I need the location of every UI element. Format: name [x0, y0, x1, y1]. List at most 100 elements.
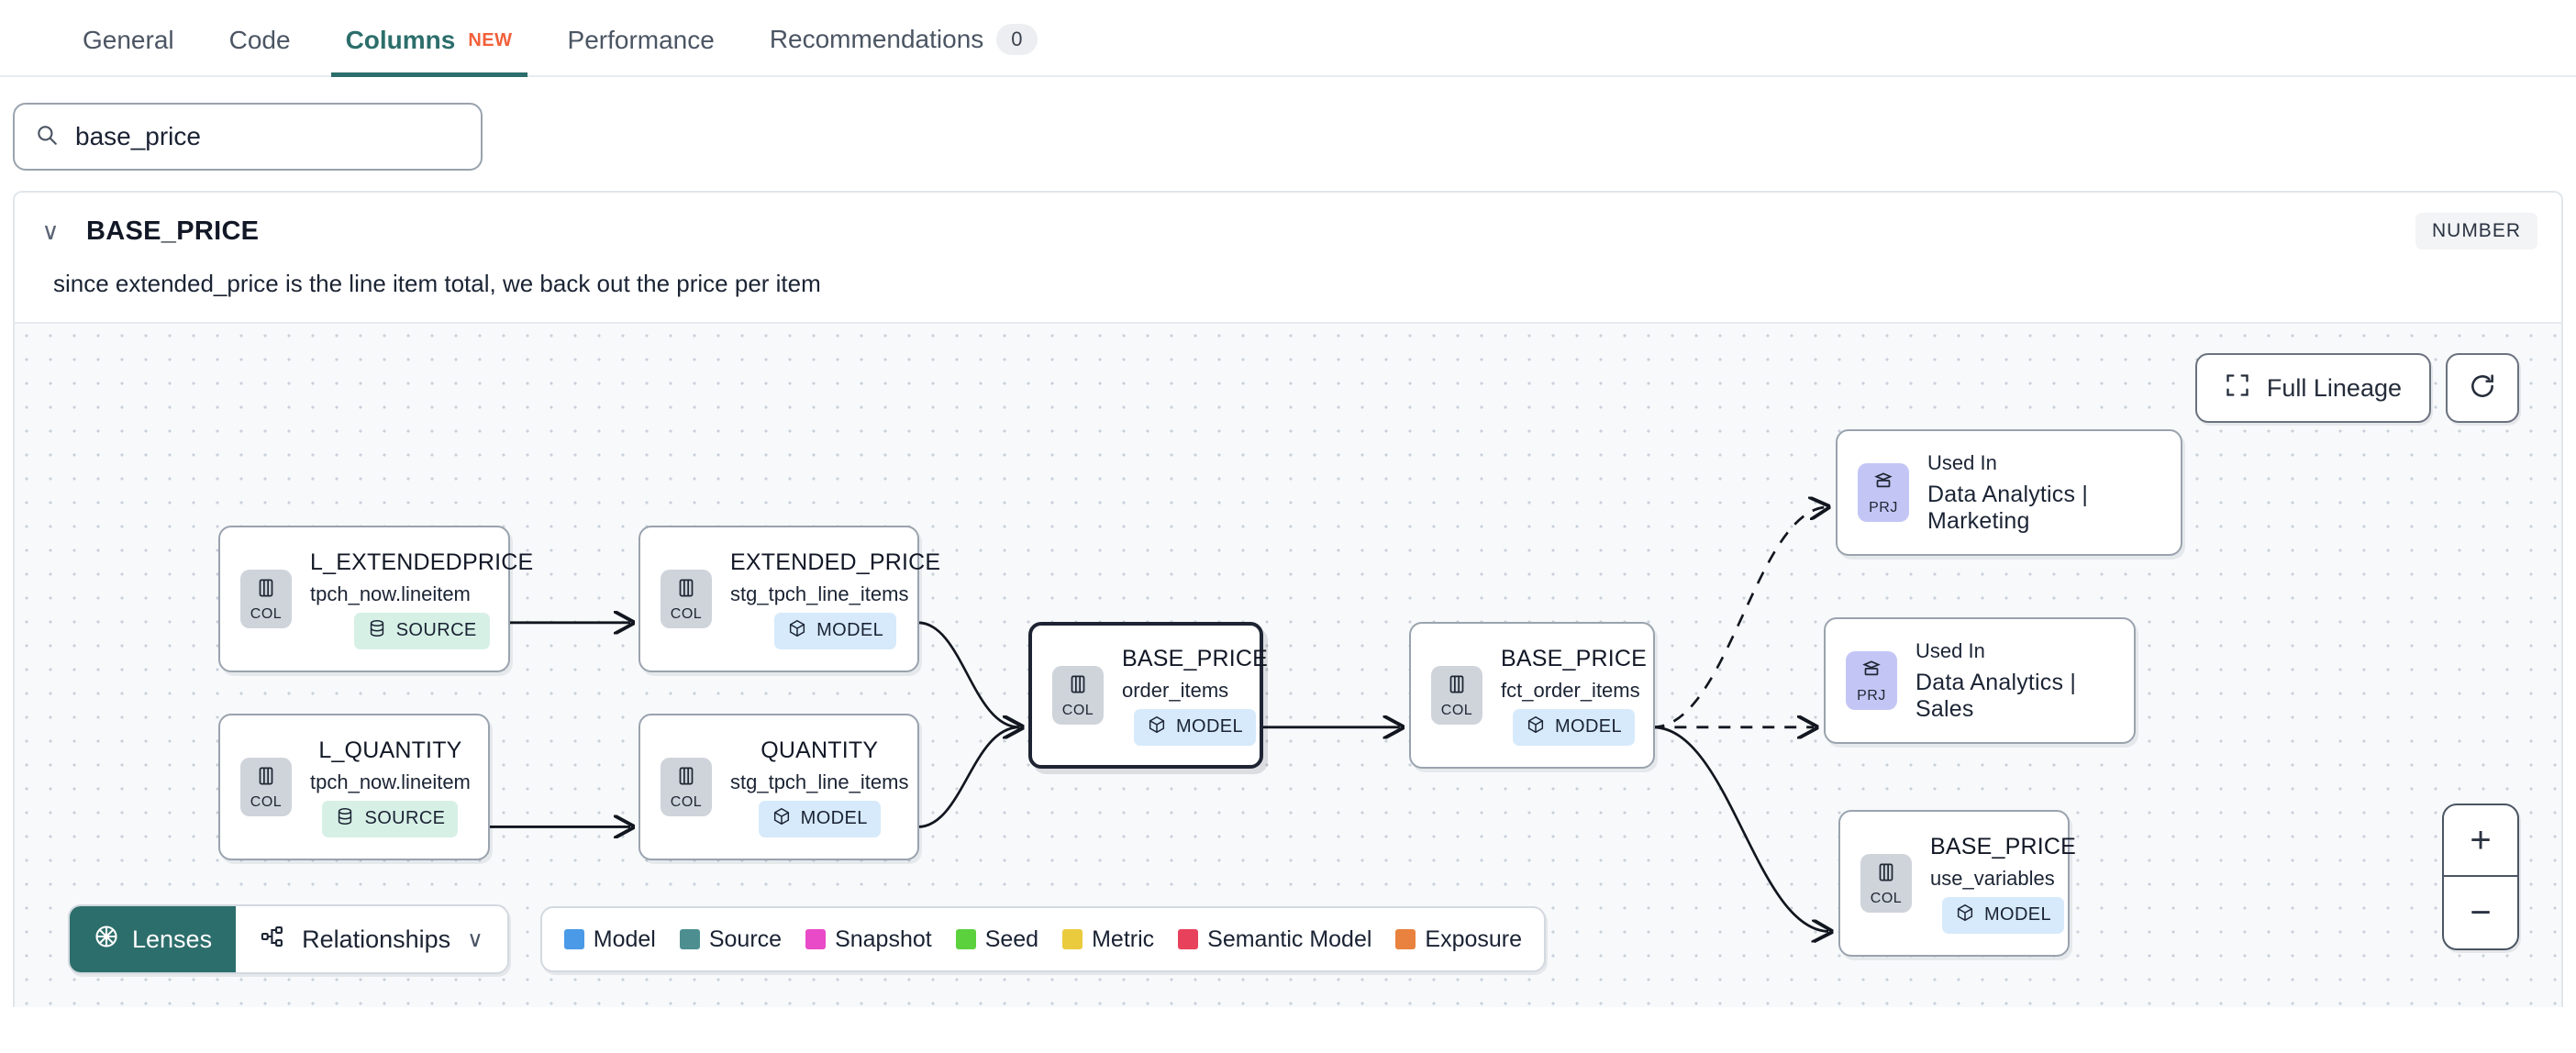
chevron-down-icon: ∨: [467, 926, 483, 952]
node-title: L_EXTENDEDPRICE: [310, 549, 534, 575]
node-type-label: MODEL: [800, 808, 868, 828]
cube-icon: [1147, 715, 1167, 740]
legend-label: Seed: [984, 926, 1039, 952]
legend-swatch: [563, 929, 584, 949]
lenses-button[interactable]: Lenses: [70, 906, 237, 972]
column-badge-label: COL: [670, 605, 703, 622]
node-title: L_QUANTITY: [318, 737, 462, 763]
node-type-label: MODEL: [816, 620, 884, 640]
node-title: EXTENDED_PRICE: [730, 549, 941, 575]
column-icon: [674, 764, 698, 793]
legend-item-source[interactable]: Source: [679, 926, 783, 953]
legend-item-model[interactable]: Model: [563, 926, 656, 953]
legend-item-seed[interactable]: Seed: [955, 926, 1039, 953]
node-subtitle: tpch_now.lineitem: [310, 770, 471, 793]
node-type-tag: MODEL: [774, 612, 897, 649]
tab-label: Performance: [567, 26, 715, 54]
column-badge-label: COL: [250, 605, 283, 622]
tab-general[interactable]: General: [55, 26, 202, 75]
node-type-label: MODEL: [1554, 716, 1623, 737]
node-type-tag: MODEL: [1941, 896, 2065, 934]
project-badge: PRJ: [1858, 463, 1909, 522]
legend-label: Semantic Model: [1207, 926, 1372, 952]
column-badge-label: COL: [1440, 702, 1473, 718]
node-type-label: SOURCE: [395, 620, 477, 640]
tab-performance[interactable]: Performance: [540, 26, 742, 75]
page-title: BASE_PRICE: [86, 216, 260, 246]
node-subtitle: use_variables: [1930, 866, 2055, 890]
node-title: BASE_PRICE: [1930, 833, 2077, 859]
node-type-tag: SOURCE: [322, 800, 459, 837]
column-badge: COL: [1860, 854, 1912, 913]
node-subtitle: stg_tpch_line_items: [730, 582, 909, 605]
column-badge: COL: [661, 570, 712, 628]
legend-label: Source: [708, 926, 783, 952]
column-badge-label: COL: [1870, 890, 1903, 906]
node-type-label: MODEL: [1175, 716, 1244, 737]
search-icon: [35, 123, 59, 151]
chevron-down-icon[interactable]: ∨: [41, 217, 60, 245]
project-badge: PRJ: [1846, 651, 1897, 710]
lineage-top-controls: Full Lineage: [2194, 353, 2519, 423]
legend-item-snapshot[interactable]: Snapshot: [805, 926, 932, 953]
archive-icon: [1860, 658, 1883, 686]
expand-icon: [2225, 372, 2250, 405]
hierarchy-icon: [260, 924, 285, 956]
tab-count-badge: 0: [996, 24, 1038, 55]
legend-item-exposure[interactable]: Exposure: [1395, 926, 1522, 953]
legend-swatch: [955, 929, 976, 949]
node-subtitle: fct_order_items: [1501, 678, 1640, 702]
node-type-label: MODEL: [1983, 904, 2052, 925]
node-subtitle: tpch_now.lineitem: [310, 582, 471, 605]
legend-item-metric[interactable]: Metric: [1062, 926, 1154, 953]
zoom-in-button[interactable]: +: [2444, 805, 2517, 877]
column-icon: [1445, 672, 1469, 701]
full-lineage-label: Full Lineage: [2266, 373, 2402, 402]
search-box[interactable]: [13, 103, 483, 171]
refresh-icon: [2468, 371, 2497, 405]
node-title: BASE_PRICE: [1122, 645, 1269, 671]
zoom-controls: + −: [2442, 804, 2519, 950]
column-detail-panel: ∨ BASE_PRICE NUMBER since extended_price…: [13, 191, 2563, 1007]
node-type-tag: MODEL: [758, 800, 881, 837]
used-in-label: Used In: [1915, 638, 1985, 662]
tab-label: Code: [228, 26, 291, 54]
database-icon: [335, 806, 355, 832]
tab-code[interactable]: Code: [202, 26, 318, 75]
legend-item-semantic-model[interactable]: Semantic Model: [1178, 926, 1371, 953]
column-badge: COL: [240, 570, 292, 628]
column-badge-label: COL: [1061, 702, 1094, 718]
relationships-dropdown[interactable]: Relationships ∨: [236, 906, 507, 972]
node-type-label: SOURCE: [364, 808, 446, 828]
legend-swatch: [805, 929, 827, 949]
column-icon: [1874, 860, 1898, 889]
column-header: ∨ BASE_PRICE NUMBER: [15, 193, 2561, 249]
lenses-label: Lenses: [132, 925, 213, 953]
legend-swatch: [1178, 929, 1199, 949]
cube-icon: [1955, 903, 1975, 928]
full-lineage-button[interactable]: Full Lineage: [2194, 353, 2431, 423]
cube-icon: [1526, 715, 1546, 740]
refresh-button[interactable]: [2446, 353, 2519, 423]
zoom-out-button[interactable]: −: [2470, 892, 2492, 933]
project-badge-label: PRJ: [1857, 687, 1886, 704]
legend-swatch: [679, 929, 700, 949]
search-input[interactable]: [75, 122, 461, 151]
